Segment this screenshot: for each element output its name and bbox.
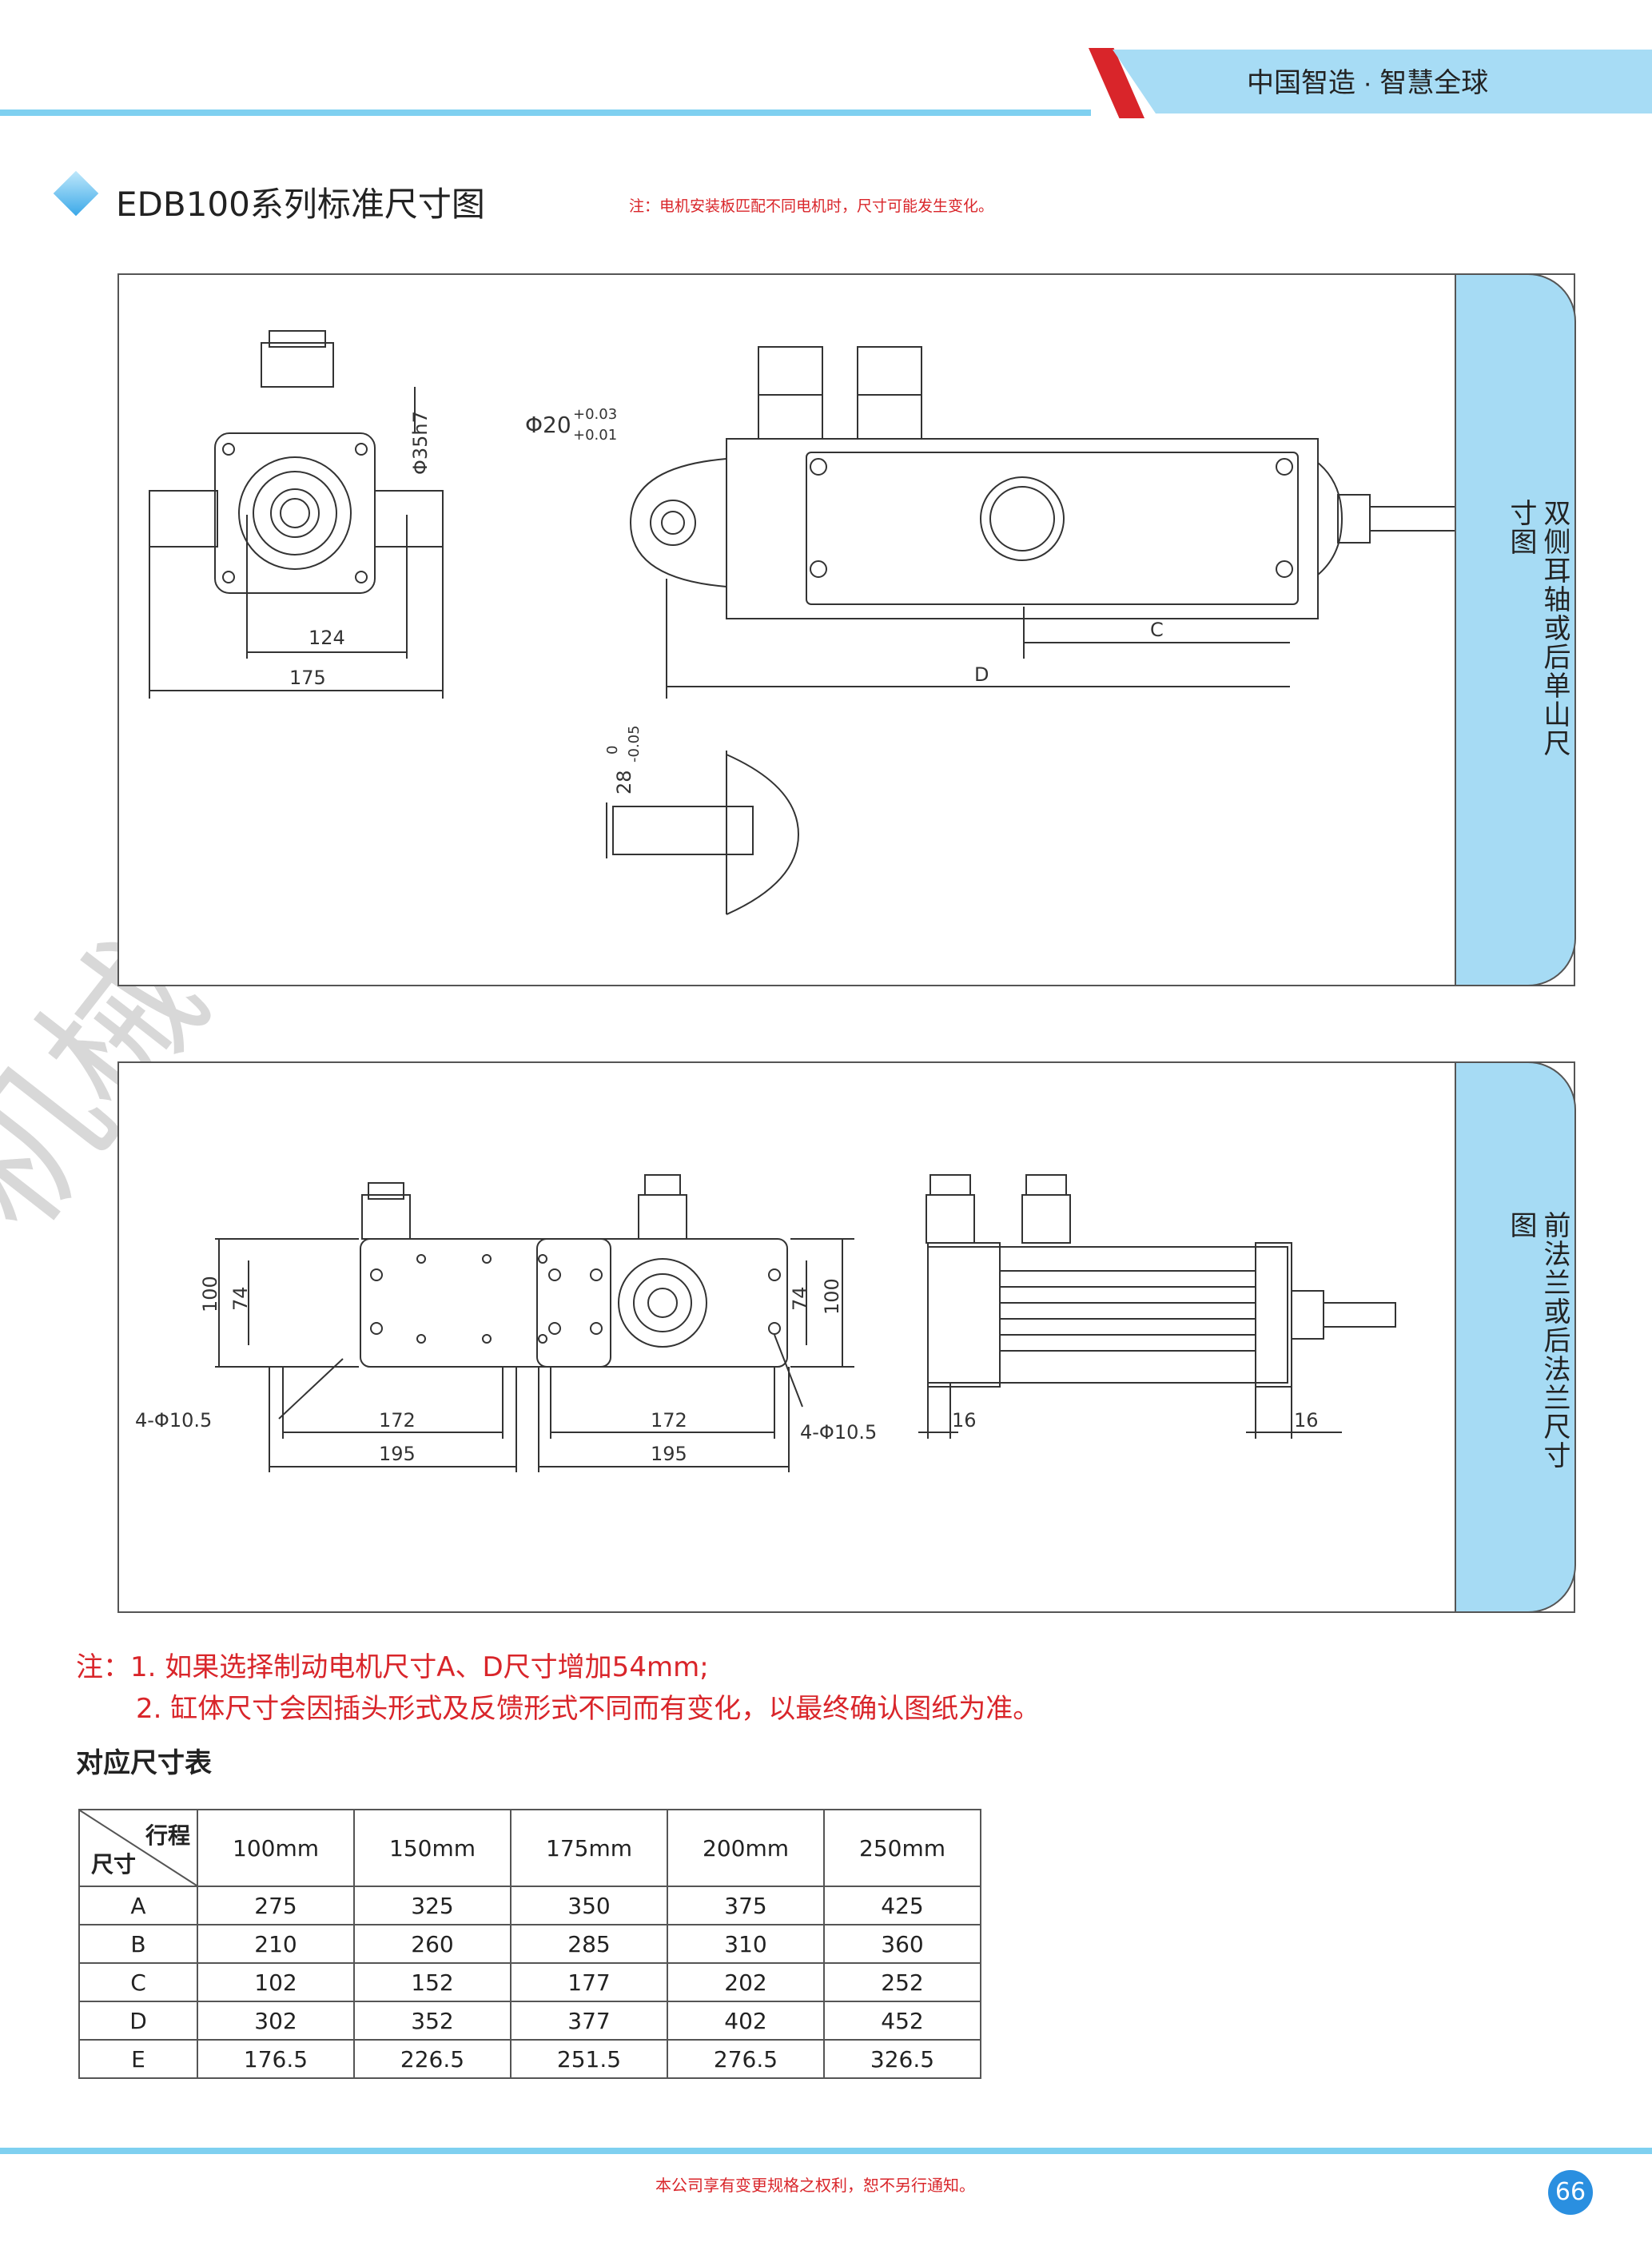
dim-phi35: Φ35h7 [409,411,432,475]
dim-74-rear: 74 [789,1286,811,1311]
footer-rule [0,2148,1652,2154]
header-slogan: 中国智造 · 智慧全球 [1247,68,1489,98]
side-tab-trunnion: 双侧耳轴或后单山尺寸图 [1455,273,1576,986]
row-label: A [78,1886,198,1925]
table-cell: 325 [353,1886,512,1925]
table-header-row: 行程 尺寸 100mm 150mm 175mm 200mm 250mm [78,1809,981,1887]
table-cell: 375 [667,1886,825,1925]
column-header: 175mm [510,1809,668,1887]
note-line-1: 注：1. 如果选择制动电机尺寸A、D尺寸增加54mm; [76,1651,709,1683]
table-cell: 226.5 [353,2039,512,2079]
table-cell: 102 [197,1962,355,2002]
table-cell: 360 [823,1924,981,1964]
drawing-panel-trunnion: Φ35h7 Φ20 +0.03 +0.01 124 175 C D 28 0 -… [117,273,1575,986]
corner-bottom-label: 尺寸 [91,1851,137,1878]
trunnion-drawing: Φ35h7 Φ20 +0.03 +0.01 124 175 C D 28 0 -… [149,330,1457,915]
table-cell: 275 [197,1886,355,1925]
table-cell: 176.5 [197,2039,355,2079]
note-line-2: 2. 缸体尺寸会因插头形式及反馈形式不同而有变化，以最终确认图纸为准。 [136,1693,1041,1725]
dim-holes-front: 4-Φ10.5 [135,1409,212,1432]
dim-172-rear: 172 [651,1409,687,1432]
row-label: B [78,1924,198,1964]
table-cell: 285 [510,1924,668,1964]
table-row: D 302 352 377 402 452 [78,2001,981,2041]
table-title: 对应尺寸表 [76,1747,212,1779]
table-cell: 251.5 [510,2039,668,2079]
page-number: 66 [1548,2170,1593,2215]
dim-195-front: 195 [379,1443,416,1465]
dim-tol-0: 0 [604,746,621,755]
notes: 注：1. 如果选择制动电机尺寸A、D尺寸增加54mm; 2. 缸体尺寸会因插头形… [76,1647,1040,1730]
table-cell: 252 [823,1962,981,2002]
table-row: B 210 260 285 310 360 [78,1924,981,1964]
table-corner-cell: 行程 尺寸 [78,1809,198,1887]
row-label: E [78,2039,198,2079]
table-cell: 260 [353,1924,512,1964]
table-cell: 177 [510,1962,668,2002]
table-row: E 176.5 226.5 251.5 276.5 326.5 [78,2039,981,2079]
dim-c: C [1150,619,1164,641]
table-cell: 425 [823,1886,981,1925]
column-header: 250mm [823,1809,981,1887]
corner-top-label: 行程 [145,1822,190,1849]
dim-100-rear: 100 [821,1278,843,1315]
header-rule [0,110,1091,116]
page-title: EDB100系列标准尺寸图 [116,185,485,224]
table-cell: 210 [197,1924,355,1964]
column-header: 150mm [353,1809,512,1887]
dim-100-front: 100 [199,1276,221,1312]
diamond-icon [53,170,99,217]
dim-28: 28 [613,770,635,794]
table-cell: 310 [667,1924,825,1964]
dim-175: 175 [289,667,326,689]
dim-d: D [974,663,989,686]
dim-195-rear: 195 [651,1443,687,1465]
dimension-table: 行程 尺寸 100mm 150mm 175mm 200mm 250mm A 27… [78,1809,981,2079]
table-cell: 302 [197,2001,355,2041]
dim-16-rear: 16 [1294,1409,1319,1432]
row-label: C [78,1962,198,2002]
header-band [1113,50,1652,113]
column-header: 200mm [667,1809,825,1887]
dim-16-front: 16 [952,1409,977,1432]
row-label: D [78,2001,198,2041]
dim-172-front: 172 [379,1409,416,1432]
dim-holes-rear: 4-Φ10.5 [800,1421,877,1444]
dim-124: 124 [309,627,345,649]
dim-tol-neg: -0.05 [626,725,643,763]
footer-text: 本公司享有变更规格之权利，恕不另行通知。 [655,2176,975,2195]
side-label-flange: 前法兰或后法兰尺寸图 [1505,1211,1570,1470]
dim-tol-plus1: +0.03 [573,406,617,423]
table-cell: 350 [510,1886,668,1925]
dim-phi20: Φ20 [525,412,571,438]
table-row: A 275 325 350 375 425 [78,1886,981,1925]
drawing-panel-flange: 100 74 4-Φ10.5 172 195 100 74 4-Φ10.5 17… [117,1061,1575,1613]
flange-drawing: 100 74 4-Φ10.5 172 195 100 74 4-Φ10.5 17… [135,1174,1396,1472]
side-tab-flange: 前法兰或后法兰尺寸图 [1455,1061,1576,1613]
table-cell: 202 [667,1962,825,2002]
dim-74-front: 74 [229,1286,252,1311]
table-cell: 326.5 [823,2039,981,2079]
table-cell: 452 [823,2001,981,2041]
table-cell: 402 [667,2001,825,2041]
column-header: 100mm [197,1809,355,1887]
top-note: 注：电机安装板匹配不同电机时，尺寸可能发生变化。 [629,197,994,215]
table-cell: 152 [353,1962,512,2002]
table-cell: 377 [510,2001,668,2041]
table-cell: 352 [353,2001,512,2041]
corner-diagonal [80,1810,197,1886]
table-cell: 276.5 [667,2039,825,2079]
dim-tol-plus2: +0.01 [573,427,617,444]
side-label-trunnion: 双侧耳轴或后单山尺寸图 [1505,499,1570,758]
table-row: C 102 152 177 202 252 [78,1962,981,2002]
